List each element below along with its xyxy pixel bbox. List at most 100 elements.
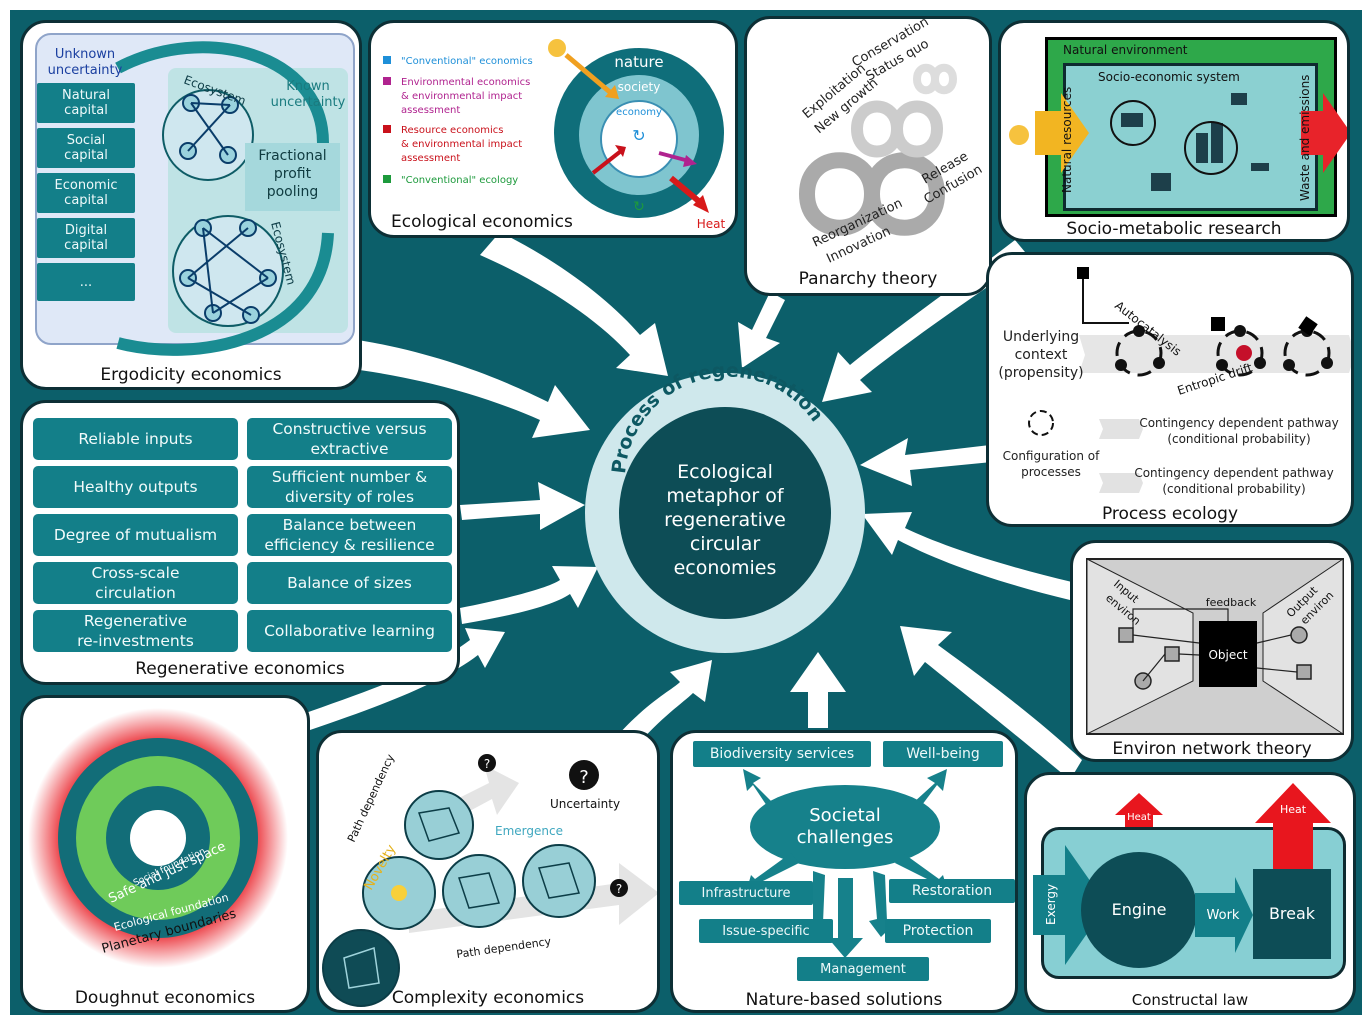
legend-resource-2: & environmental impact: [401, 139, 522, 150]
center-line-1: Ecological: [677, 461, 773, 483]
nbs-wellbeing: Well-being: [883, 741, 1003, 767]
reg-item-8: Regenerative re-investments: [33, 610, 238, 652]
reg-item-0: Reliable inputs: [33, 418, 238, 460]
nbs-management: Management: [797, 957, 929, 981]
complexity-drawing: ? ? ? Uncertainty Emergence Path depende…: [322, 752, 657, 1007]
reg-item-2: Healthy outputs: [33, 466, 238, 508]
reg-item-8-line2: re-investments: [77, 632, 194, 650]
large-loop: [798, 152, 946, 236]
arrow-process-ecology: [860, 438, 992, 486]
reg-item-7: Balance of sizes: [247, 562, 452, 604]
natural-environment-label: Natural environment: [1063, 43, 1188, 57]
arrow-nbs: [790, 652, 846, 728]
reg-item-5-line2: efficiency & resilience: [264, 536, 435, 554]
reg-item-9: Collaborative learning: [247, 610, 452, 652]
process-ecology-title: Process ecology: [1101, 504, 1239, 524]
pooling-line-1: Fractional: [258, 148, 327, 164]
capital-economic-2: capital: [64, 193, 108, 208]
exergy-label: Exergy: [1044, 884, 1058, 925]
panel-environ: Object feedback Input environ Output env…: [1070, 540, 1354, 762]
arrow-constructal: [900, 626, 1082, 780]
reg-item-0-line1: Reliable inputs: [78, 429, 193, 448]
reg-item-1-line2: extractive: [310, 440, 389, 458]
pathway2-line1: Contingency dependent pathway: [1134, 466, 1333, 480]
waste-label: Waste and emissions: [1298, 75, 1312, 201]
small-loop: [912, 63, 958, 95]
configuration-2: processes: [1021, 465, 1081, 479]
capital-economic-1: Economic: [54, 178, 118, 193]
reg-item-7-line1: Balance of sizes: [287, 573, 412, 592]
arrow-regenerative-upper: [460, 482, 585, 530]
emergence-label: Emergence: [495, 824, 563, 838]
nbs-wellbeing-label: Well-being: [906, 746, 980, 762]
constructal-drawing: Exergy Engine Work Break Heat Heat: [1033, 783, 1331, 968]
panel-constructal: Exergy Engine Work Break Heat Heat Const…: [1024, 772, 1356, 1013]
reg-item-4-line1: Degree of mutualism: [53, 525, 218, 544]
panel-process-ecology: Autocatalysis Entropic drift Underlying …: [986, 252, 1354, 527]
capital-digital-2: capital: [64, 238, 108, 253]
arrow-environ: [862, 512, 1072, 600]
capital-natural-2: capital: [64, 103, 108, 118]
nbs-title: Nature-based solutions: [745, 990, 943, 1010]
reg-item-8-line1: Regenerative: [83, 611, 188, 630]
reg-item-9-line1: Collaborative learning: [264, 621, 435, 640]
capital-digital-1: Digital: [64, 223, 108, 238]
medium-loop: [850, 100, 944, 158]
ecosystem-drawing: Ecosystem Ecosystem Unknown uncertainty …: [48, 41, 346, 356]
object-box: [1199, 621, 1257, 687]
nbs-infrastructure: Infrastructure: [679, 881, 813, 905]
work-arrow: [1195, 877, 1253, 953]
pooling-line-2: profit: [273, 166, 312, 183]
sociometabolic-drawing: Natural resources Waste and emissions Na…: [1009, 43, 1347, 201]
ecological-drawing: "Conventional" economics Environmental e…: [383, 39, 726, 231]
waste-arrow: [1301, 93, 1347, 173]
ergodicity-title: Ergodicity economics: [100, 365, 282, 385]
ecological-title: Ecological economics: [391, 212, 573, 232]
legend-environmental-1: Environmental economics: [401, 77, 530, 88]
object-label: Object: [1208, 648, 1247, 662]
reg-item-3-line2: diversity of roles: [284, 488, 415, 506]
capital-social-2: capital: [64, 148, 108, 163]
legend-conventional-economics: "Conventional" economics: [401, 56, 533, 67]
societal-line-1: Societal: [809, 805, 881, 826]
panel-ecological: "Conventional" economics Environmental e…: [368, 20, 738, 238]
bulb-icon: [391, 885, 407, 901]
known-uncertainty-1: Known: [286, 79, 330, 94]
arrow-ergodicity: [345, 338, 590, 438]
constructal-title: Constructal law: [1131, 991, 1249, 1009]
panel-ergodicity: Ecosystem Ecosystem Unknown uncertainty …: [20, 20, 362, 390]
capital-natural-1: Natural: [62, 88, 110, 103]
legend-environmental-3: assessment: [401, 105, 460, 116]
underlying-1: Underlying: [1003, 329, 1079, 345]
reg-item-3: Sufficient number & diversity of roles: [247, 466, 452, 508]
panarchy-drawing: Exploitation New growth Conservation Sta…: [798, 19, 985, 267]
sun-icon: [548, 39, 566, 57]
panel-complexity: ? ? ? Uncertainty Emergence Path depende…: [316, 730, 660, 1013]
unknown-uncertainty-2: uncertainty: [48, 63, 123, 78]
reg-item-3-line1: Sufficient number &: [271, 467, 428, 486]
reg-item-2-line1: Healthy outputs: [73, 477, 198, 496]
center-line-2: metaphor of: [666, 485, 784, 507]
complexity-title: Complexity economics: [391, 988, 585, 1008]
pathway1-line2: (conditional probability): [1167, 432, 1310, 446]
exergy-arrow: [1033, 845, 1107, 965]
path-dependency-bottom-label: Path dependency: [456, 935, 553, 961]
configuration-1: Configuration of: [1003, 449, 1101, 463]
regenerative-title: Regenerative economics: [135, 659, 345, 679]
panel-doughnut: Social foundation Safe and just space Ec…: [20, 695, 310, 1013]
nbs-drawing: Societal challenges: [743, 769, 947, 958]
nbs-infrastructure-label: Infrastructure: [701, 885, 791, 901]
center-line-3: regenerative: [664, 509, 786, 531]
reg-item-4: Degree of mutualism: [33, 514, 238, 556]
environ-drawing: Object feedback Input environ Output env…: [1086, 558, 1344, 735]
society-label: society: [618, 80, 661, 94]
pooling-line-3: pooling: [266, 184, 319, 201]
reg-item-6-line1: Cross-scale: [91, 563, 180, 582]
break-box: [1253, 869, 1331, 959]
